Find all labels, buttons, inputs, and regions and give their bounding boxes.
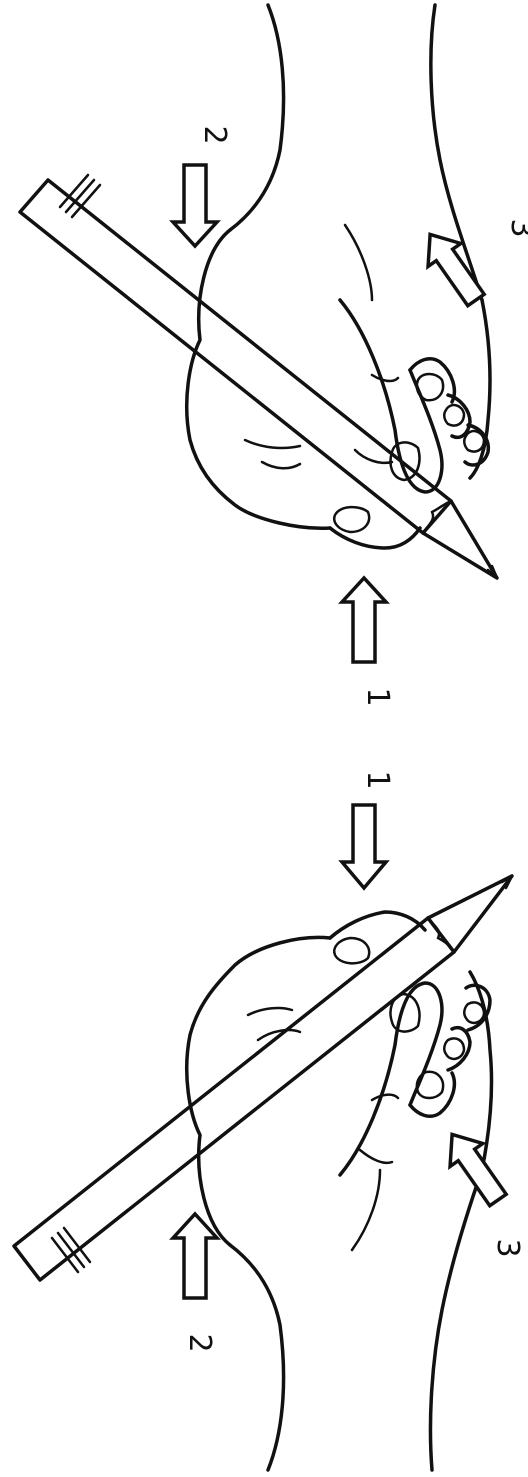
top-arrow-1: 1 xyxy=(342,578,395,707)
top-arrow-2-label: 2 xyxy=(197,125,232,144)
bottom-arrow-3 xyxy=(436,1123,515,1211)
bottom-pencil xyxy=(14,876,512,1280)
top-arrow-1-label: 1 xyxy=(360,687,395,706)
top-arrow-3-label: 3 xyxy=(504,218,528,237)
bottom-arrow-1-label: 1 xyxy=(360,770,395,789)
bottom-arrow-2-label: 2 xyxy=(182,1333,217,1352)
bottom-hand-outline xyxy=(187,912,492,1470)
top-hand-panel: 2 3 1 xyxy=(20,5,528,707)
bottom-arrow-1: 1 xyxy=(342,770,395,888)
bottom-arrow-2: 2 xyxy=(173,1214,217,1353)
top-arrow-3 xyxy=(414,223,493,311)
top-arrow-2: 2 xyxy=(173,125,232,246)
bottom-arrow-3-label: 3 xyxy=(490,1238,525,1257)
bottom-hand-panel: 1 2 3 xyxy=(14,770,525,1470)
